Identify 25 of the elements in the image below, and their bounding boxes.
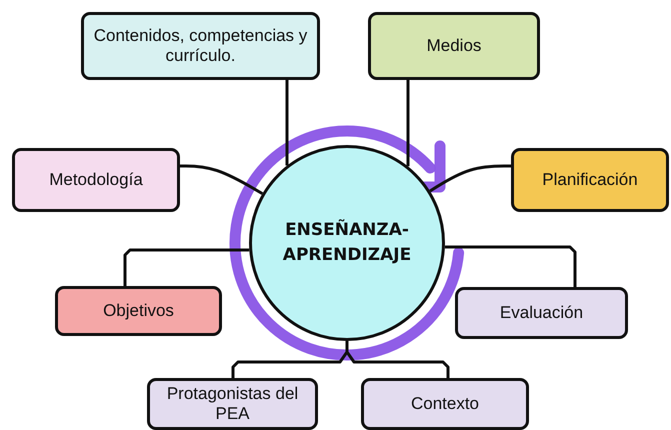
node-label: Objetivos: [103, 300, 174, 322]
node-label: Medios: [426, 36, 482, 56]
topic-box: [55, 286, 222, 336]
node-label: ENSEÑANZA- APRENDIZAJE: [282, 218, 412, 267]
node-label: Planificación: [542, 170, 638, 190]
connector-line: [180, 164, 264, 195]
connector-line: [286, 80, 288, 166]
topic-box: [12, 148, 180, 212]
node-label: Contexto: [410, 394, 480, 414]
central-circle: [249, 145, 445, 341]
topic-box: [511, 148, 669, 212]
node-label: Contenidos, competencias y currículo.: [92, 26, 308, 66]
connector-line: [444, 246, 576, 287]
topic-box: [455, 287, 628, 339]
connector-line: [429, 164, 511, 192]
topic-box: [147, 378, 318, 430]
topic-box: [81, 12, 320, 80]
topic-box: [368, 12, 540, 80]
connector-line: [346, 341, 450, 378]
connector-line: [124, 248, 250, 286]
connector-line: [406, 80, 410, 166]
node-label: Metodología: [49, 170, 143, 190]
topic-box: [361, 378, 529, 430]
node-label: Protagonistas del PEA: [166, 384, 300, 424]
node-label: Evaluación: [500, 302, 584, 324]
